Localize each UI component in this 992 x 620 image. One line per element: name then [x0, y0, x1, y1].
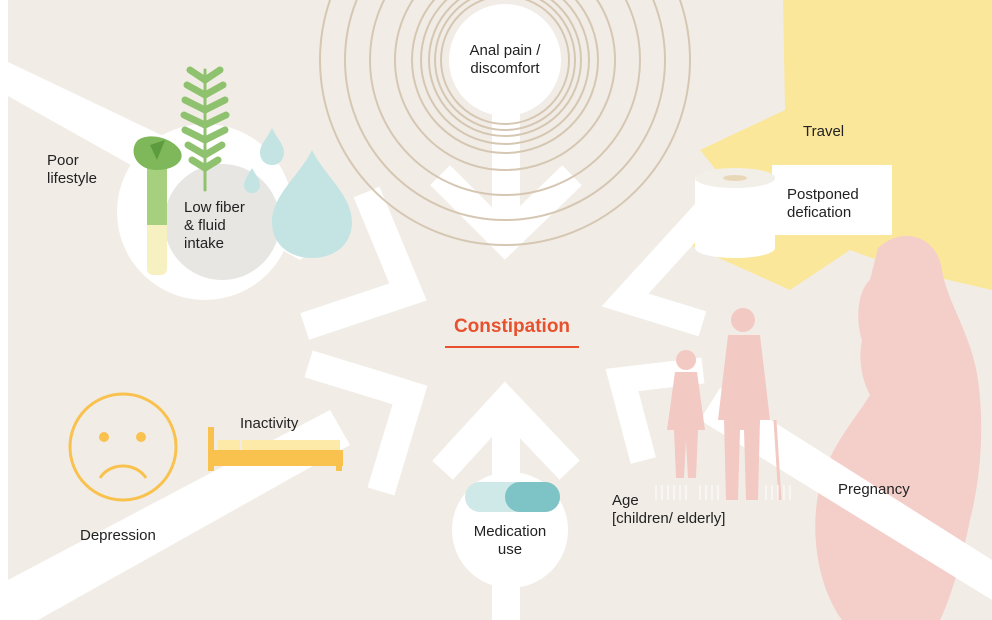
fern-icon [180, 66, 230, 192]
age-figures-icon [667, 308, 782, 501]
label-age: Age [children/ elderly] [612, 492, 726, 527]
diagram-title: Constipation [453, 316, 571, 337]
label-travel: Travel [803, 123, 845, 140]
pill-icon [465, 482, 560, 512]
bed-icon [208, 427, 343, 471]
label-pregnancy: Pregnancy [838, 481, 910, 498]
leek-icon [133, 136, 182, 275]
arrowhead-left-top [300, 186, 427, 340]
label-anal-pain: Anal pain / discomfort [469, 42, 541, 77]
arrow-right-bottom [700, 388, 992, 600]
arrowhead-bottom [432, 381, 580, 480]
fiber-plate [164, 164, 280, 280]
anal-pain-rings [319, 0, 691, 246]
label-poor-lifestyle: Poor lifestyle [47, 152, 98, 187]
age-ground-marks [655, 485, 791, 500]
arrowhead-right-bottom [605, 357, 705, 464]
toilet-paper-icon [695, 165, 892, 258]
label-medication: Medication use [473, 523, 547, 558]
arrowhead-right-top [601, 201, 717, 337]
sad-face-icon [68, 392, 178, 502]
label-postponed: Postponed defication [787, 186, 859, 221]
arrowhead-left-bottom [304, 350, 428, 496]
title-underline [445, 346, 579, 348]
pregnancy-silhouette [815, 235, 982, 620]
label-depression: Depression [80, 527, 156, 544]
sad-face-eyes [99, 432, 146, 442]
anal-pain-circle [449, 4, 561, 116]
label-inactivity: Inactivity [240, 415, 299, 432]
water-drops-icon [244, 128, 352, 258]
arrowhead-top [430, 165, 582, 260]
label-low-fiber: Low fiber & fluid intake [184, 199, 245, 252]
